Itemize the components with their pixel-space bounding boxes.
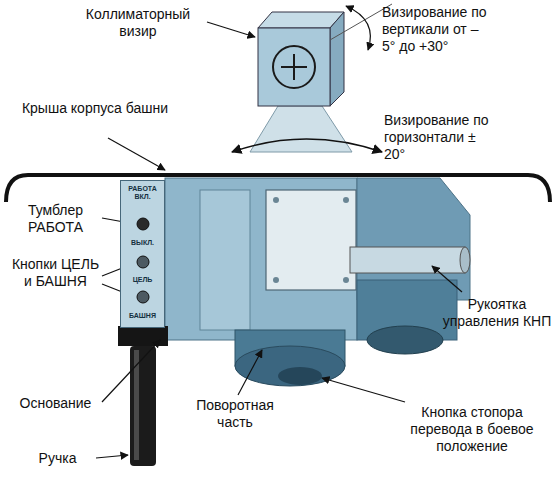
leader-line xyxy=(102,340,160,402)
control-panel: РАБОТА ВКЛ. ВЫКЛ. ЦЕЛЬ БАШНЯ xyxy=(120,180,165,328)
callout-label: Поворотная часть xyxy=(180,397,290,431)
callout-label: Рукоятка управления КНП xyxy=(442,296,552,330)
sight-top-face xyxy=(258,12,344,28)
callout-label: Ручка xyxy=(20,450,95,467)
callout-label: Основание xyxy=(8,395,103,412)
lower-cylinder xyxy=(367,326,443,354)
callout-label: Кнопки ЦЕЛЬ и БАШНЯ xyxy=(8,256,103,290)
sight-reticle xyxy=(273,46,315,88)
panel-inscription: РАБОТА ВКЛ. xyxy=(121,185,164,201)
callout-label: Крыша корпуса башни xyxy=(10,100,180,117)
toggle-switch xyxy=(137,218,149,230)
callout-label: Визирование по горизонтали ± 20° xyxy=(384,112,494,163)
leader-line xyxy=(108,138,165,170)
bolt xyxy=(343,197,349,203)
knp-handle xyxy=(350,247,465,273)
leader-line xyxy=(238,350,262,395)
sight-side-face xyxy=(330,12,344,106)
leader-line xyxy=(322,378,405,402)
callout-label: Коллиматорный визир xyxy=(70,6,206,40)
grip-handle xyxy=(130,346,156,466)
callout-label: Визирование по вертикали от – 5° до +30° xyxy=(382,4,494,55)
panel-inscription: ЦЕЛЬ xyxy=(121,276,164,284)
leader-line xyxy=(207,22,255,37)
leader-line xyxy=(96,455,128,458)
panel-inscription: БАШНЯ xyxy=(121,312,164,320)
device-column xyxy=(200,190,250,330)
reticle-cross xyxy=(281,66,307,68)
stop-button xyxy=(278,367,322,385)
sight-front-face xyxy=(258,28,330,106)
sight-stand xyxy=(250,106,352,152)
bolt xyxy=(273,197,279,203)
panel-inscription: ВЫКЛ. xyxy=(121,239,164,247)
panel-controls xyxy=(120,180,165,328)
bolt xyxy=(273,277,279,283)
vertical-sighting-arc xyxy=(346,6,370,50)
knp-handle-end xyxy=(460,247,470,273)
cover-plate xyxy=(266,190,356,290)
callout-label: Тумблер РАБОТА xyxy=(8,202,103,236)
callout-label: Кнопка стопора перевода в боевое положен… xyxy=(392,404,552,455)
push-button xyxy=(137,256,149,268)
leader-line xyxy=(432,266,462,292)
base-bracket xyxy=(118,326,168,346)
device-body xyxy=(165,178,357,340)
horizontal-sighting-arc xyxy=(232,139,382,152)
bolt xyxy=(343,277,349,283)
turret-roof-line xyxy=(6,175,550,202)
push-button xyxy=(137,291,149,303)
